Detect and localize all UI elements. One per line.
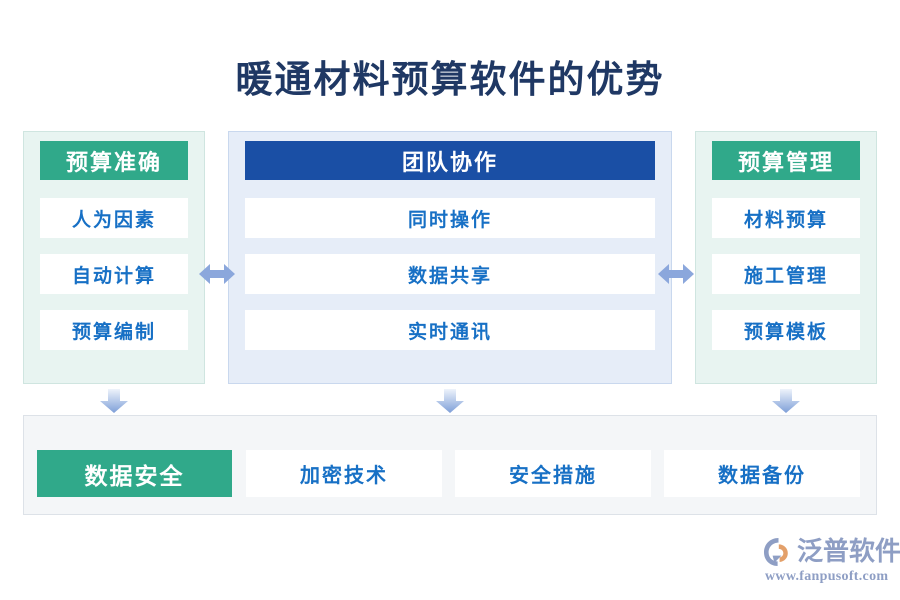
list-item[interactable]: 加密技术 [246,450,442,497]
list-item[interactable]: 预算编制 [40,310,188,350]
list-item[interactable]: 施工管理 [712,254,860,294]
list-item[interactable]: 安全措施 [455,450,651,497]
list-item[interactable]: 数据共享 [245,254,655,294]
list-item[interactable]: 同时操作 [245,198,655,238]
column-header-budget-management[interactable]: 预算管理 [712,141,860,180]
list-item[interactable]: 人为因素 [40,198,188,238]
list-item[interactable]: 数据备份 [664,450,860,497]
list-item[interactable]: 材料预算 [712,198,860,238]
double-arrow-left-right-icon [199,264,235,284]
list-item[interactable]: 自动计算 [40,254,188,294]
column-header-team-collaboration[interactable]: 团队协作 [245,141,655,180]
logo-brand-text: 泛普软件 [797,537,900,566]
list-item[interactable]: 预算模板 [712,310,860,350]
fanpu-logo-icon [764,538,788,566]
double-arrow-left-right-icon [658,264,694,284]
arrow-down-icon [772,389,800,413]
logo-url-text: www.fanpusoft.com [765,569,889,584]
column-header-budget-accuracy[interactable]: 预算准确 [40,141,188,180]
arrow-down-icon [100,389,128,413]
list-item[interactable]: 实时通讯 [245,310,655,350]
brand-logo: 泛普软件 www.fanpusoft.com [762,536,900,588]
arrow-down-icon [436,389,464,413]
page-title: 暖通材料预算软件的优势 [235,60,665,101]
logo-row: 泛普软件 [762,536,900,568]
bottom-header-data-security[interactable]: 数据安全 [37,450,232,497]
